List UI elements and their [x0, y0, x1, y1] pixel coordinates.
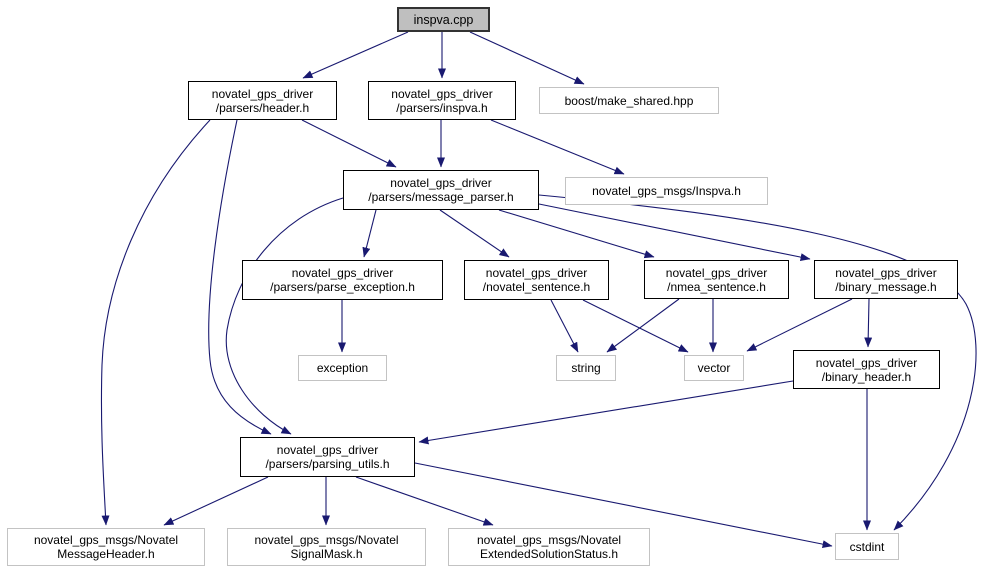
graph-node-label: /binary_header.h [821, 369, 912, 384]
edge-parsers-message-parser-h--binary-message-h [538, 203, 811, 262]
edge-binary-message-h--vector [746, 298, 853, 352]
graph-node-cstdint: cstdint [835, 533, 899, 560]
graph-node-label: novatel_gps_driver [390, 176, 492, 190]
edge-binary-message-h--binary-header-h [864, 298, 873, 348]
graph-node-label: novatel_gps_msgs/Inspva.h [592, 184, 741, 198]
edge-inspva-cpp--boost-make-shared-hpp [469, 31, 585, 85]
graph-node-parsers-inspva-h[interactable]: novatel_gps_driver/parsers/inspva.h [368, 81, 516, 120]
graph-node-novatel-sentence-h[interactable]: novatel_gps_driver/novatel_sentence.h [464, 260, 609, 300]
edge-parsers-parsing-utils-h--msgs-novatel-extended-solution-status-h [355, 476, 494, 526]
graph-node-label: ExtendedSolutionStatus.h [479, 547, 619, 561]
edge-parsers-header-h--parsers-parsing-utils-h [208, 119, 272, 435]
graph-node-label: exception [316, 361, 369, 375]
graph-node-label: /nmea_sentence.h [667, 279, 766, 294]
graph-node-label: cstdint [849, 539, 885, 554]
edge-inspva-cpp--parsers-header-h [302, 31, 409, 79]
graph-node-label: /parsers/inspva.h [396, 100, 488, 115]
graph-node-label: /novatel_sentence.h [482, 280, 591, 294]
graph-node-label: novatel_gps_msgs/Novatel [254, 533, 399, 547]
graph-node-label: novatel_gps_driver [835, 265, 937, 280]
graph-node-label: novatel_gps_driver [665, 265, 768, 280]
graph-node-nmea-sentence-h[interactable]: novatel_gps_driver/nmea_sentence.h [644, 260, 789, 299]
graph-node-vector: vector [684, 355, 744, 381]
graph-node-label: /parsers/message_parser.h [368, 190, 514, 204]
graph-node-label: novatel_gps_msgs/Novatel [33, 533, 179, 547]
graph-node-msgs-inspva-h: novatel_gps_msgs/Inspva.h [565, 177, 768, 205]
graph-node-parsers-parsing-utils-h[interactable]: novatel_gps_driver/parsers/parsing_utils… [240, 437, 415, 477]
graph-node-label: novatel_gps_driver [276, 443, 379, 457]
edge-binary-header-h--parsers-parsing-utils-h [418, 380, 794, 445]
edge-parsers-message-parser-h--novatel-sentence-h [439, 209, 510, 258]
graph-node-label: SignalMask.h [290, 547, 363, 561]
edge-nmea-sentence-h--string [606, 298, 680, 353]
edge-parsers-parsing-utils-h--cstdint [414, 462, 833, 549]
edge-novatel-sentence-h--string [550, 299, 579, 353]
graph-node-string: string [556, 355, 616, 381]
edge-parsers-message-parser-h--parsers-parse-exception-h [362, 209, 377, 258]
graph-node-binary-message-h[interactable]: novatel_gps_driver/binary_message.h [814, 260, 958, 299]
graph-node-parsers-header-h[interactable]: novatel_gps_driver/parsers/header.h [188, 81, 337, 120]
graph-node-parsers-parse-exception-h[interactable]: novatel_gps_driver/parsers/parse_excepti… [242, 260, 443, 300]
graph-node-label: boost/make_shared.hpp [564, 93, 694, 108]
graph-node-label: /parsers/parse_exception.h [270, 280, 415, 294]
edge-parsers-message-parser-h--parsers-parsing-utils-h [225, 197, 344, 435]
graph-node-label: /parsers/header.h [215, 100, 310, 115]
graph-node-exception: exception [298, 355, 387, 381]
graph-node-label: MessageHeader.h [57, 547, 155, 561]
graph-node-label: novatel_gps_msgs/Novatel [476, 533, 622, 547]
graph-node-parsers-message-parser-h[interactable]: novatel_gps_driver/parsers/message_parse… [343, 170, 539, 210]
graph-node-label: novatel_gps_driver [391, 86, 493, 101]
graph-node-label: /parsers/parsing_utils.h [265, 457, 390, 471]
edge-parsers-header-h--parsers-message-parser-h [301, 119, 397, 168]
graph-node-label: novatel_gps_driver [815, 355, 918, 370]
graph-node-binary-header-h[interactable]: novatel_gps_driver/binary_header.h [793, 350, 940, 389]
edge-parsers-header-h--msgs-novatel-message-header-h [100, 119, 211, 526]
graph-node-label: novatel_gps_driver [211, 86, 314, 101]
graph-node-boost-make-shared-hpp: boost/make_shared.hpp [539, 87, 719, 114]
graph-node-label: inspva.cpp [413, 12, 474, 27]
edge-parsers-parsing-utils-h--msgs-novatel-message-header-h [163, 476, 269, 526]
graph-node-label: novatel_gps_driver [291, 266, 394, 280]
graph-node-label: /binary_message.h [835, 279, 937, 294]
graph-node-label: vector [697, 361, 731, 375]
edge-parsers-message-parser-h--nmea-sentence-h [498, 209, 655, 259]
graph-node-inspva-cpp: inspva.cpp [397, 7, 490, 32]
edge-novatel-sentence-h--vector [582, 299, 689, 353]
edge-parsers-inspva-h--msgs-inspva-h [490, 119, 625, 175]
graph-node-label: string [571, 361, 601, 375]
graph-node-label: novatel_gps_driver [485, 266, 588, 280]
